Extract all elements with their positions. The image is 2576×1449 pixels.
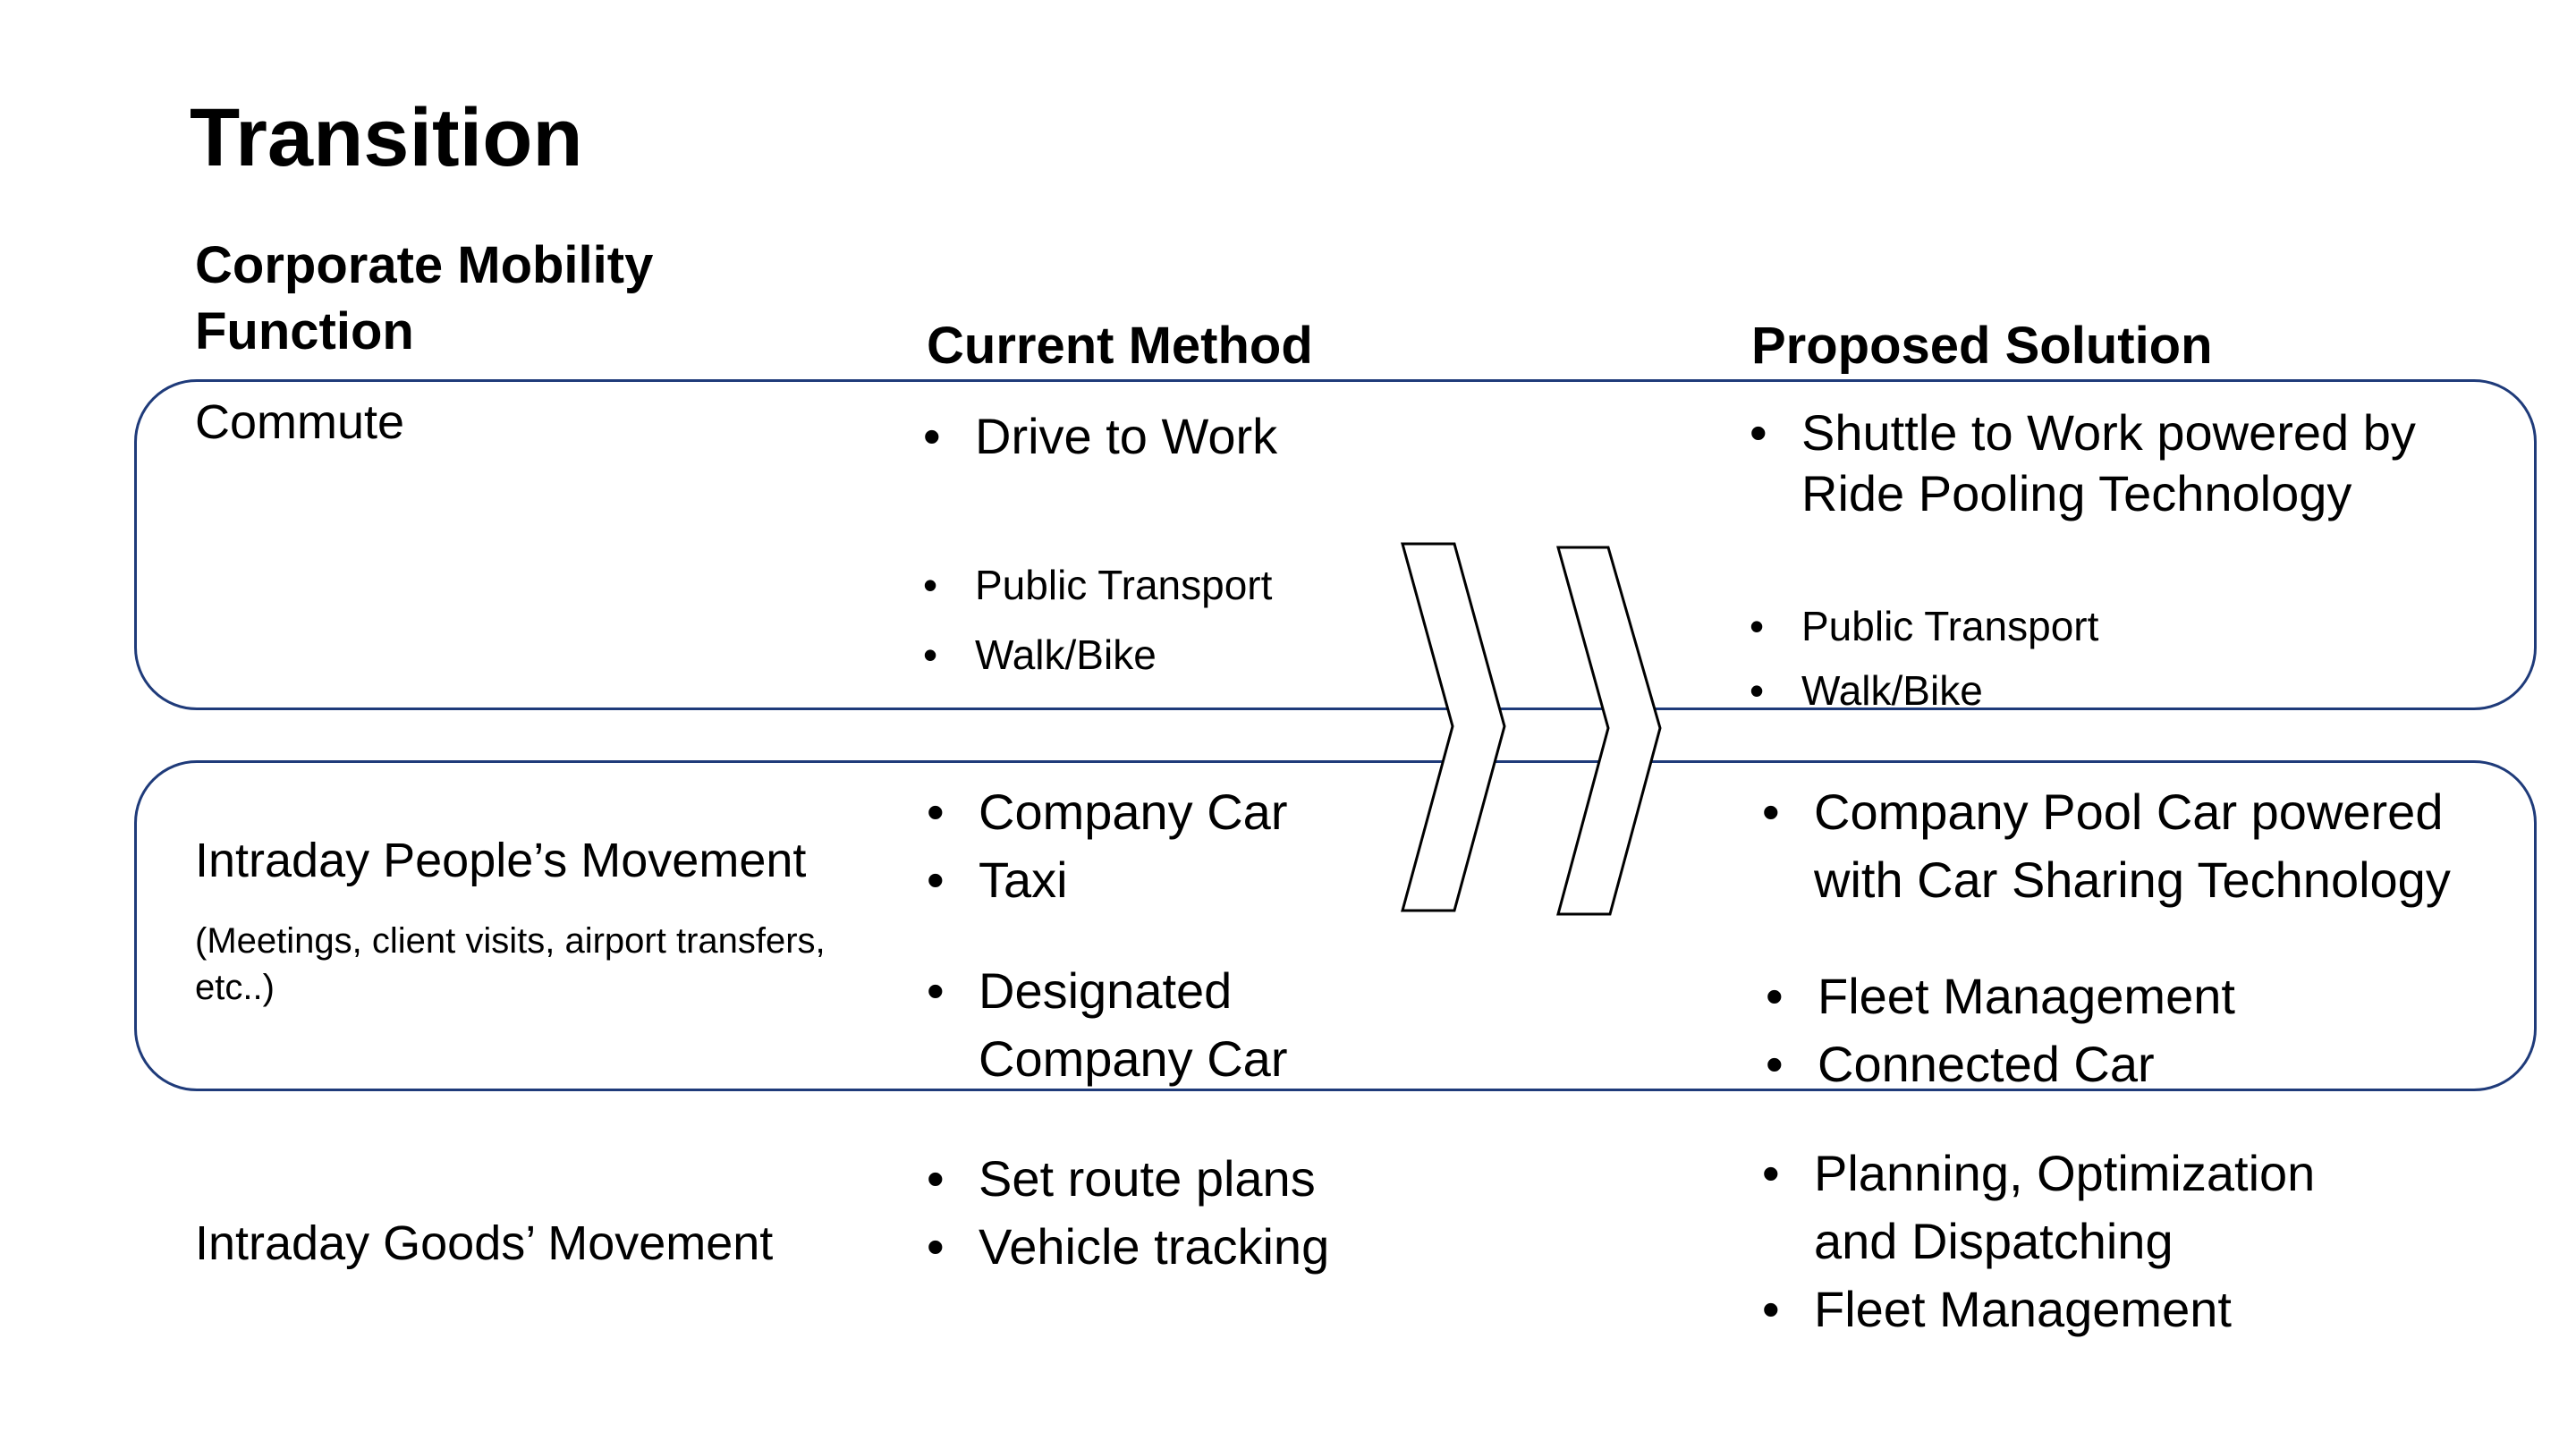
header-function: Corporate Mobility Function: [195, 236, 654, 360]
chevron-right-icon: [1401, 542, 1506, 912]
list-item: Public Transport: [923, 550, 1272, 620]
header-proposed-solution: Proposed Solution: [1751, 317, 2213, 375]
list-item: Planning, Optimization and Dispatching: [1762, 1140, 2368, 1275]
people-current-secondary: Designated Company Car: [927, 957, 1354, 1093]
list-item: Taxi: [927, 846, 1287, 914]
commute-current-primary: Drive to Work: [923, 402, 1277, 470]
people-current-primary: Company Car Taxi: [927, 778, 1288, 914]
people-proposed-primary: Company Pool Car powered with Car Sharin…: [1762, 778, 2494, 914]
band-commute: [134, 379, 2537, 710]
list-item: Shuttle to Work powered by Ride Pooling …: [1750, 402, 2499, 524]
list-item: Fleet Management: [1762, 1275, 2368, 1343]
row-label-commute: Commute: [195, 395, 405, 449]
commute-proposed-secondary: Public Transport Walk/Bike: [1750, 594, 2098, 723]
commute-proposed-primary: Shuttle to Work powered by Ride Pooling …: [1750, 402, 2499, 524]
list-item: Public Transport: [1750, 594, 2098, 658]
commute-current-secondary: Public Transport Walk/Bike: [923, 550, 1272, 690]
row-sublabel-intraday-people: (Meetings, client visits, airport transf…: [195, 921, 826, 1007]
list-item: Walk/Bike: [923, 620, 1272, 690]
people-proposed-secondary: Fleet Management Connected Car: [1766, 962, 2235, 1098]
list-item: Connected Car: [1766, 1030, 2235, 1098]
goods-current-primary: Set route plans Vehicle tracking: [927, 1145, 1329, 1281]
chevron-right-icon: [1556, 546, 1662, 916]
list-item: Company Car: [927, 778, 1288, 846]
slide-title: Transition: [190, 92, 583, 183]
list-item: Vehicle tracking: [927, 1213, 1329, 1281]
list-item: Company Pool Car powered with Car Sharin…: [1762, 778, 2494, 914]
list-item: Designated Company Car: [927, 957, 1354, 1093]
row-label-intraday-people: Intraday People’s Movement: [195, 834, 807, 887]
list-item: Set route plans: [927, 1145, 1329, 1213]
list-item: Fleet Management: [1766, 962, 2235, 1030]
row-label-intraday-goods: Intraday Goods’ Movement: [195, 1216, 774, 1270]
list-item: Drive to Work: [923, 402, 1277, 470]
list-item: Walk/Bike: [1750, 658, 2098, 723]
goods-proposed-primary: Planning, Optimization and Dispatching F…: [1762, 1140, 2368, 1343]
header-current-method: Current Method: [927, 317, 1313, 375]
